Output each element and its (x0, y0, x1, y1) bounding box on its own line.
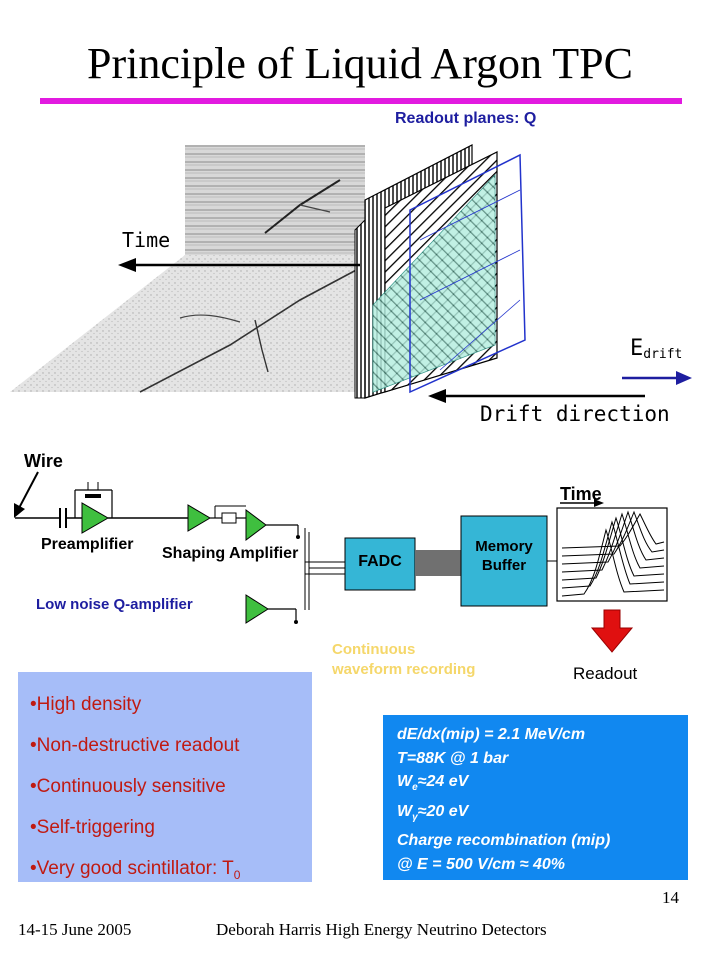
time-axis-label: Time (122, 228, 171, 252)
shaping-amplifier-symbol-1 (187, 504, 211, 532)
readout-arrow-icon (590, 609, 634, 653)
low-noise-amplifier-symbol (245, 594, 269, 624)
wire-label: Wire (24, 451, 63, 471)
fadc-label: FADC (358, 553, 402, 570)
readout-plane-1 (354, 218, 366, 399)
fadc-memory-connector (415, 550, 461, 576)
efield-label: Edrift (630, 336, 683, 362)
page-number: 14 (662, 888, 679, 907)
lower-track-image (10, 255, 365, 392)
param-wgamma: Wγ≈20 eV (397, 802, 469, 823)
readout-planes-label: Readout planes: Q (395, 110, 537, 127)
feature-item: •Self-triggering (30, 817, 155, 838)
shaping-amplifier-label: Shaping Amplifier (162, 545, 299, 562)
feature-item: •High density (30, 694, 142, 715)
tpc-diagram (10, 144, 692, 403)
param-temperature: T=88K @ 1 bar (397, 749, 509, 767)
waveform-time-label: Time (560, 484, 602, 504)
shaping-amplifier-symbol-2 (245, 509, 267, 541)
param-recombination: Charge recombination (mip) (397, 832, 611, 850)
readout-label: Readout (573, 664, 638, 683)
waveform-display (556, 507, 668, 602)
upper-track-image (185, 145, 365, 265)
readout-plane-3 (409, 153, 526, 394)
low-noise-amplifier-label: Low noise Q-amplifier (36, 596, 193, 613)
preamplifier-label: Preamplifier (41, 536, 134, 553)
footer-author: Deborah Harris High Energy Neutrino Dete… (216, 920, 547, 939)
feature-item-scintillator: •Very good scintillator: T0 (30, 858, 241, 882)
title-underline (40, 98, 682, 104)
parameters-box: dE/dx(mip) = 2.1 MeV/cm T=88K @ 1 bar We… (383, 715, 688, 880)
drift-direction-label: Drift direction (480, 402, 670, 426)
footer-date: 14-15 June 2005 (18, 920, 132, 939)
param-dedx: dE/dx(mip) = 2.1 MeV/cm (397, 726, 586, 743)
param-recombination-value: @ E = 500 V/cm ≈ 40% (397, 855, 566, 873)
param-we: We≈24 eV (397, 773, 469, 794)
feature-item: •Continuously sensitive (30, 776, 226, 797)
features-box: •High density •Non-destructive readout •… (18, 672, 312, 882)
slide-title: Principle of Liquid Argon TPC (87, 39, 633, 88)
preamplifier-symbol (81, 502, 110, 534)
feature-item: •Non-destructive readout (30, 735, 240, 756)
